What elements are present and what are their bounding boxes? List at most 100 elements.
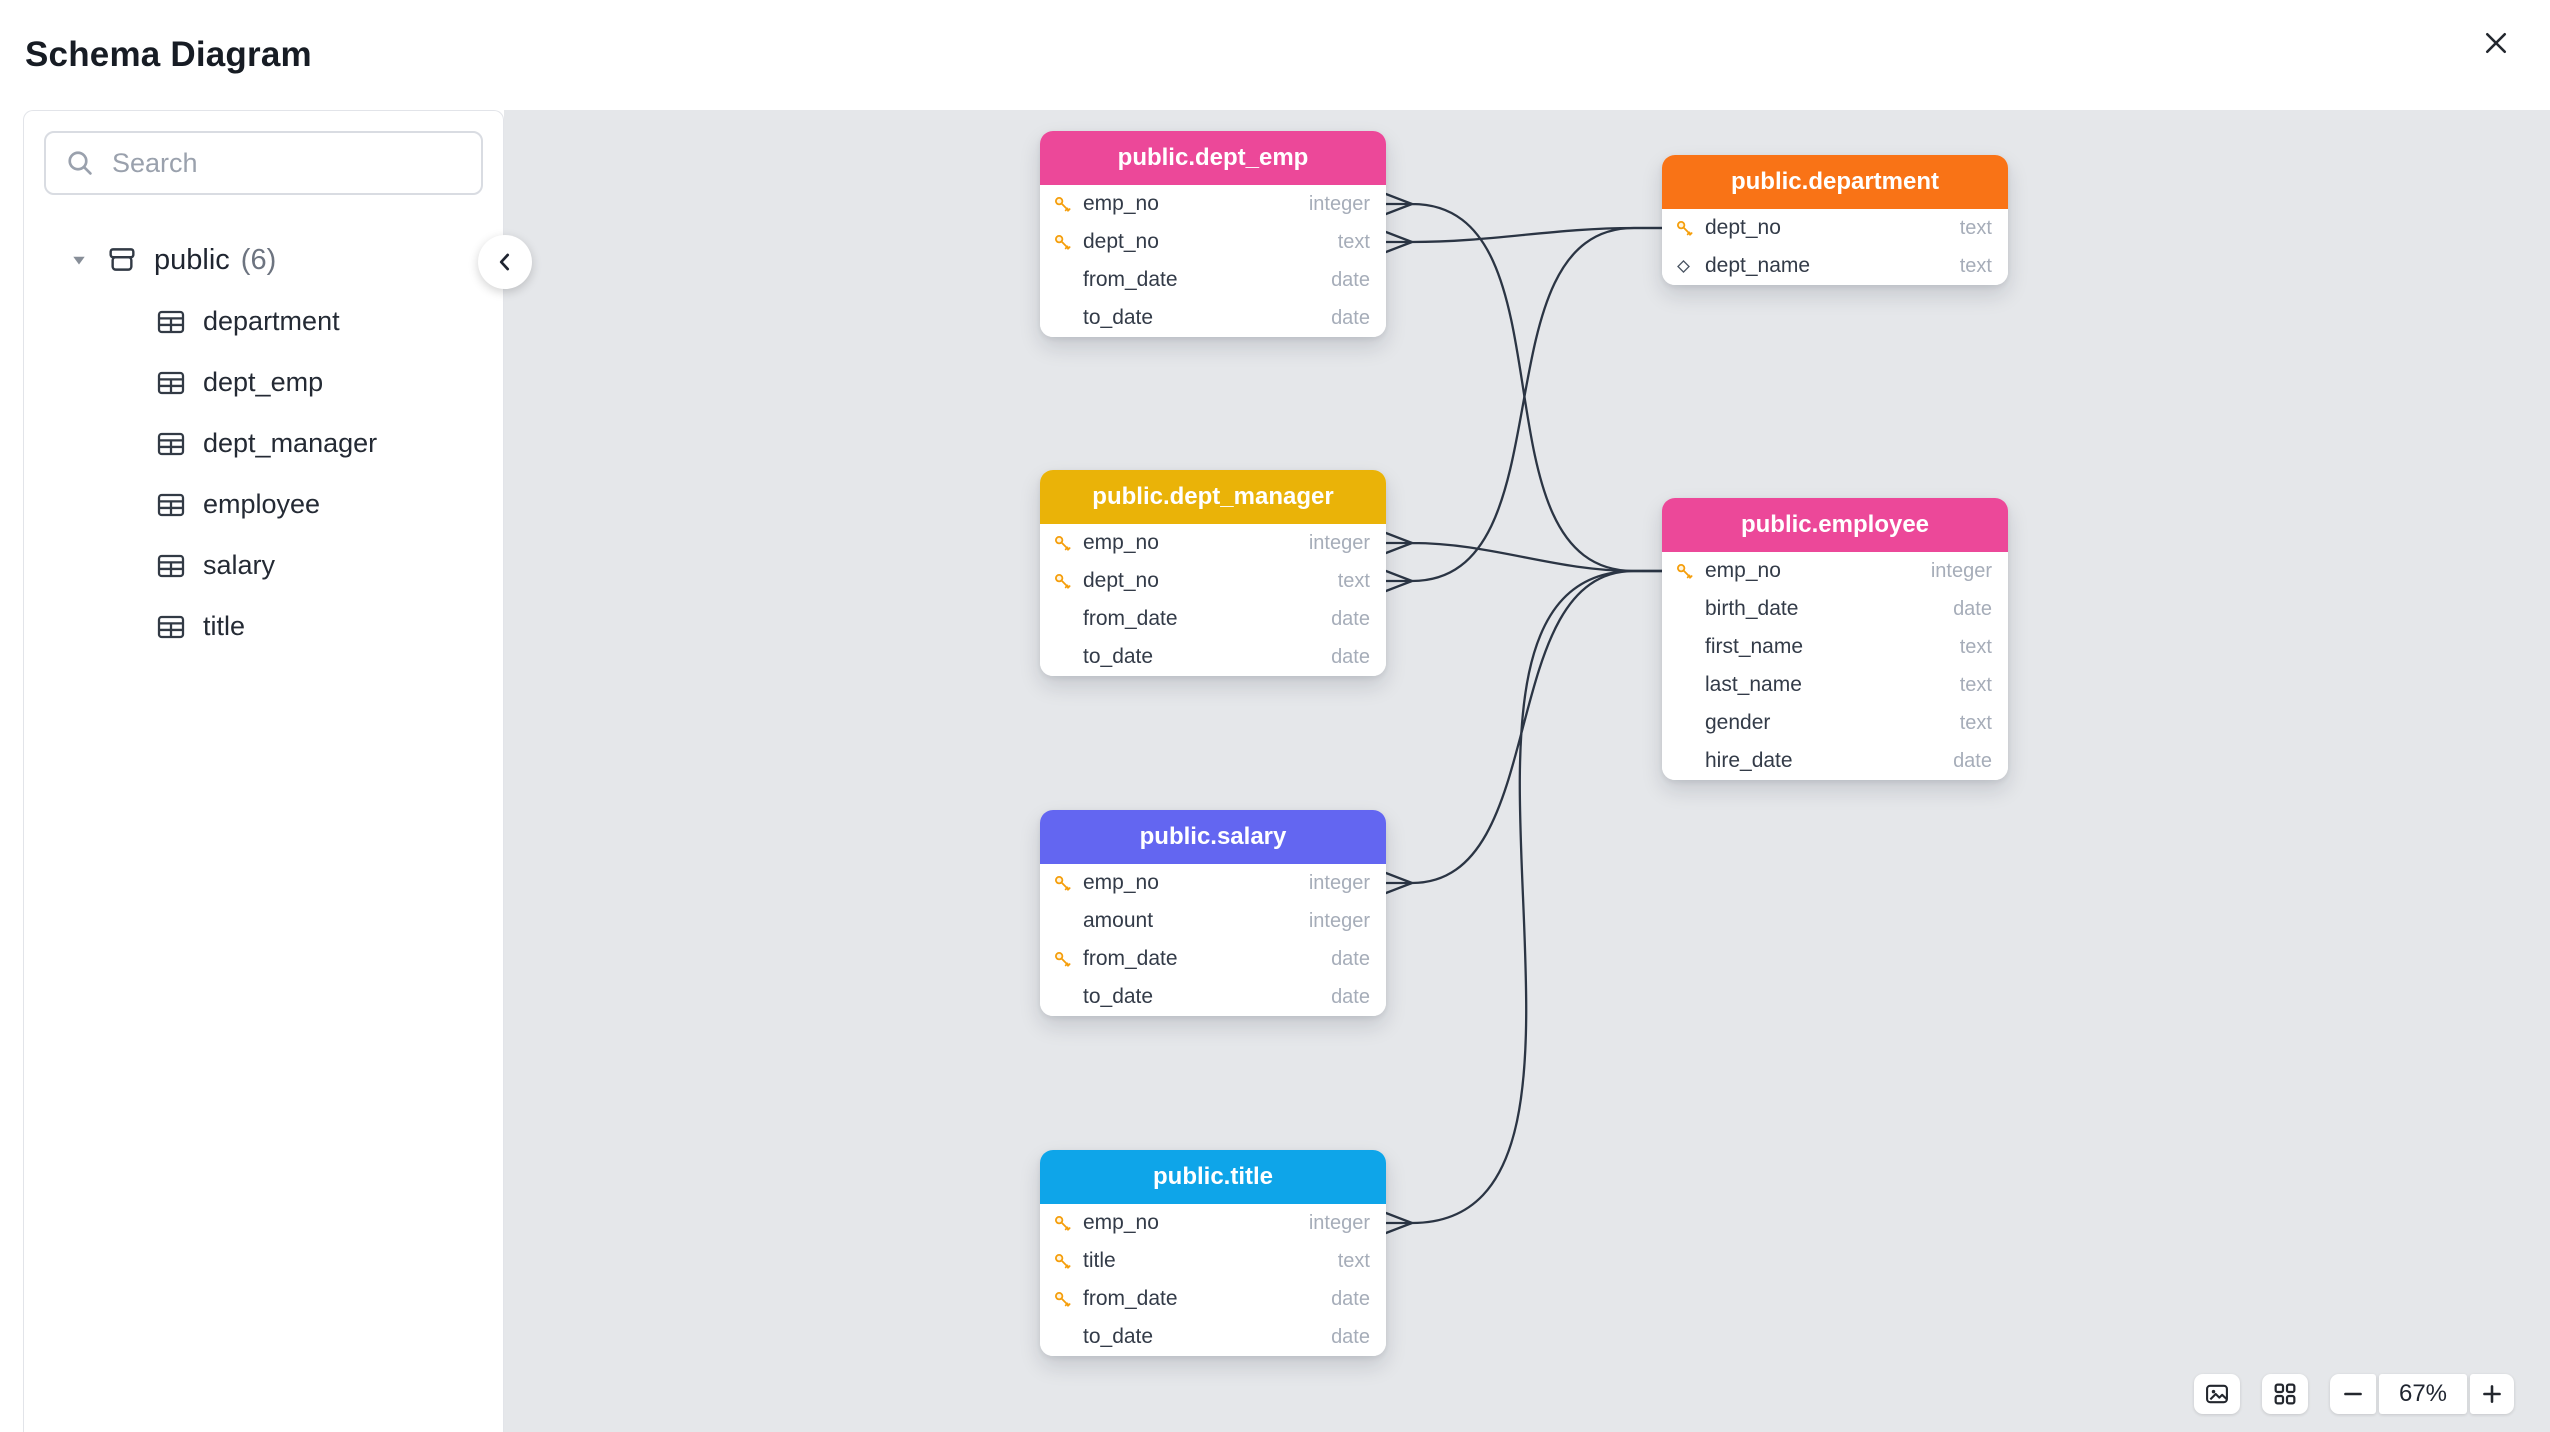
sidebar-collapse-button[interactable] xyxy=(478,235,532,289)
sidebar-item-employee[interactable]: employee xyxy=(24,474,503,535)
field-icon-empty xyxy=(1674,598,1700,620)
minus-icon xyxy=(2339,1380,2367,1408)
field-row-dept_name[interactable]: dept_name text xyxy=(1662,247,2008,285)
table-icon xyxy=(155,550,187,582)
image-icon xyxy=(2203,1380,2231,1408)
field-icon-empty xyxy=(1052,910,1078,932)
auto-layout-button[interactable] xyxy=(2262,1374,2308,1414)
schema-label: public xyxy=(154,243,230,276)
table-node-title[interactable]: public.dept_emp xyxy=(1040,131,1386,185)
field-row-emp_no[interactable]: emp_no integer xyxy=(1040,864,1386,902)
field-row-title[interactable]: title text xyxy=(1040,1242,1386,1280)
sidebar-item-department[interactable]: department xyxy=(24,291,503,352)
field-type: date xyxy=(1953,749,1992,772)
field-type: text xyxy=(1959,673,1992,696)
key-icon xyxy=(1052,570,1078,592)
table-node-salary[interactable]: public.salary emp_no integer amount inte… xyxy=(1040,810,1386,1016)
key-icon xyxy=(1052,231,1078,253)
field-row-birth_date[interactable]: birth_date date xyxy=(1662,590,2008,628)
field-row-amount[interactable]: amount integer xyxy=(1040,902,1386,940)
table-node-title[interactable]: public.dept_manager xyxy=(1040,470,1386,524)
table-node-title[interactable]: public.employee xyxy=(1662,498,2008,552)
field-row-emp_no[interactable]: emp_no integer xyxy=(1040,1204,1386,1242)
table-node-title[interactable]: public.title emp_no integer title text f… xyxy=(1040,1150,1386,1356)
close-icon xyxy=(2481,28,2511,61)
field-row-to_date[interactable]: to_date date xyxy=(1040,1318,1386,1356)
table-node-employee[interactable]: public.employee emp_no integer birth_dat… xyxy=(1662,498,2008,780)
plus-icon xyxy=(2478,1380,2506,1408)
table-node-title[interactable]: public.title xyxy=(1040,1150,1386,1204)
field-icon-empty xyxy=(1052,608,1078,630)
diagram-canvas[interactable] xyxy=(504,110,2550,1432)
export-image-button[interactable] xyxy=(2194,1374,2240,1414)
search-input[interactable] xyxy=(110,146,468,180)
key-icon xyxy=(1052,872,1078,894)
field-type: integer xyxy=(1308,1211,1370,1234)
field-row-emp_no[interactable]: emp_no integer xyxy=(1662,552,2008,590)
field-row-gender[interactable]: gender text xyxy=(1662,704,2008,742)
field-row-to_date[interactable]: to_date date xyxy=(1040,638,1386,676)
field-row-dept_no[interactable]: dept_no text xyxy=(1040,223,1386,261)
table-node-title[interactable]: public.salary xyxy=(1040,810,1386,864)
schema-tree: public (6) department dept_emp dept_mana… xyxy=(24,215,503,657)
field-name: gender xyxy=(1705,711,1771,734)
field-row-from_date[interactable]: from_date date xyxy=(1040,940,1386,978)
field-name: to_date xyxy=(1083,1325,1154,1348)
table-label: dept_emp xyxy=(203,367,324,397)
field-name: emp_no xyxy=(1083,531,1159,554)
zoom-controls: 67% xyxy=(2330,1374,2514,1414)
field-type: date xyxy=(1331,1287,1370,1310)
field-name: from_date xyxy=(1083,607,1178,630)
field-name: title xyxy=(1083,1249,1116,1272)
table-icon xyxy=(155,306,187,338)
table-icon xyxy=(155,489,187,521)
field-row-from_date[interactable]: from_date date xyxy=(1040,261,1386,299)
field-row-last_name[interactable]: last_name text xyxy=(1662,666,2008,704)
field-icon-empty xyxy=(1674,636,1700,658)
field-name: emp_no xyxy=(1083,1211,1159,1234)
table-label: title xyxy=(203,611,246,641)
field-row-emp_no[interactable]: emp_no integer xyxy=(1040,185,1386,223)
field-row-from_date[interactable]: from_date date xyxy=(1040,600,1386,638)
sidebar-item-salary[interactable]: salary xyxy=(24,535,503,596)
field-row-emp_no[interactable]: emp_no integer xyxy=(1040,524,1386,562)
field-row-dept_no[interactable]: dept_no text xyxy=(1040,562,1386,600)
chevron-left-icon xyxy=(492,249,518,275)
field-type: date xyxy=(1331,1325,1370,1348)
field-name: dept_no xyxy=(1705,216,1781,239)
sidebar-item-dept_emp[interactable]: dept_emp xyxy=(24,352,503,413)
field-type: integer xyxy=(1308,192,1370,215)
field-name: from_date xyxy=(1083,947,1178,970)
table-node-title[interactable]: public.department xyxy=(1662,155,2008,209)
zoom-out-button[interactable] xyxy=(2330,1374,2376,1414)
field-type: date xyxy=(1331,947,1370,970)
table-list: department dept_emp dept_manager employe… xyxy=(24,291,503,657)
field-type: date xyxy=(1331,645,1370,668)
field-row-to_date[interactable]: to_date date xyxy=(1040,978,1386,1016)
table-node-department[interactable]: public.department dept_no text dept_name… xyxy=(1662,155,2008,285)
table-node-dept_manager[interactable]: public.dept_manager emp_no integer dept_… xyxy=(1040,470,1386,676)
field-row-first_name[interactable]: first_name text xyxy=(1662,628,2008,666)
field-row-dept_no[interactable]: dept_no text xyxy=(1662,209,2008,247)
field-type: integer xyxy=(1930,559,1992,582)
sidebar: public (6) department dept_emp dept_mana… xyxy=(23,110,504,1432)
close-button[interactable] xyxy=(2470,18,2522,70)
key-icon xyxy=(1052,1250,1078,1272)
field-name: dept_no xyxy=(1083,230,1159,253)
field-icon-empty xyxy=(1674,750,1700,772)
sidebar-item-schema-public[interactable]: public (6) xyxy=(24,229,503,291)
table-node-dept_emp[interactable]: public.dept_emp emp_no integer dept_no t… xyxy=(1040,131,1386,337)
sidebar-item-dept_manager[interactable]: dept_manager xyxy=(24,413,503,474)
field-row-from_date[interactable]: from_date date xyxy=(1040,1280,1386,1318)
sidebar-item-title[interactable]: title xyxy=(24,596,503,657)
zoom-level-indicator: 67% xyxy=(2379,1374,2467,1414)
table-icon xyxy=(155,367,187,399)
zoom-in-button[interactable] xyxy=(2470,1374,2514,1414)
field-type: text xyxy=(1959,711,1992,734)
key-icon xyxy=(1052,948,1078,970)
field-row-hire_date[interactable]: hire_date date xyxy=(1662,742,2008,780)
field-icon-empty xyxy=(1052,1326,1078,1348)
field-row-to_date[interactable]: to_date date xyxy=(1040,299,1386,337)
caret-down-icon[interactable] xyxy=(70,251,90,269)
key-icon xyxy=(1052,1288,1078,1310)
